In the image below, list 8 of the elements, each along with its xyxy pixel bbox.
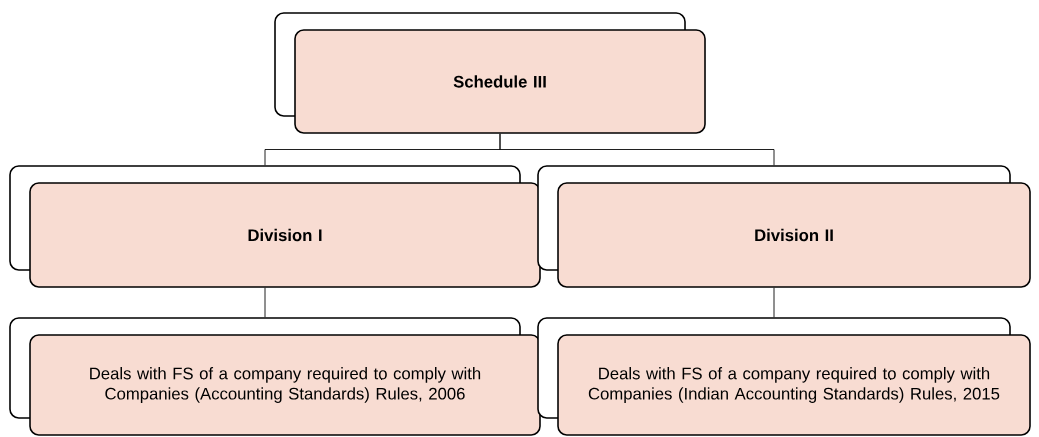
connector-line <box>264 287 266 318</box>
process-box: Division II <box>557 182 1031 288</box>
process-box: Deals with FS of a company required to comply with Companies (Indian Accounting Standards) Rules, 2015 <box>557 334 1031 436</box>
process-box: Division I <box>29 182 541 288</box>
connector-line <box>499 133 775 166</box>
process-box: Deals with FS of a company required to comply with Companies (Accounting Standards) Rules, 2006 <box>29 334 541 436</box>
process-box: Schedule III <box>294 29 706 134</box>
connector-line <box>773 287 775 318</box>
